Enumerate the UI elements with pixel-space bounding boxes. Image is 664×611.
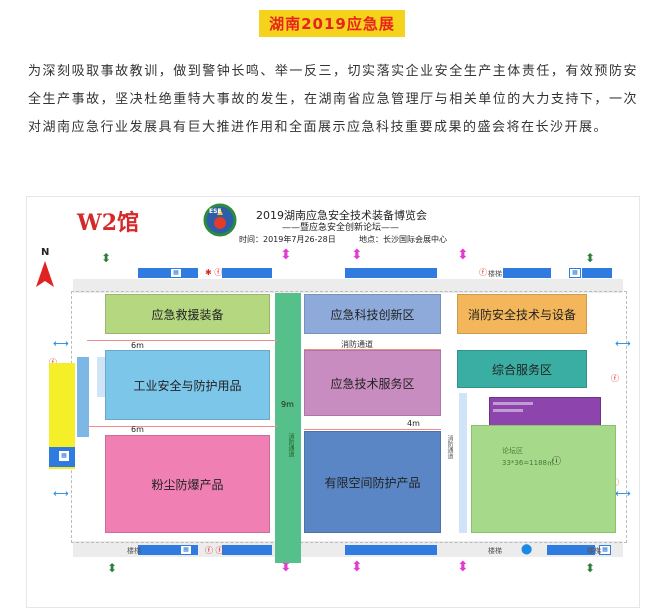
width-6m-b: 6m bbox=[131, 425, 144, 434]
stair-label: 楼梯 bbox=[127, 547, 141, 555]
expo-subtitle: ——暨应急安全创新论坛—— bbox=[282, 223, 400, 233]
fire-extinguisher-icon: ⓘ bbox=[552, 457, 562, 467]
entrance-arrow-icon: ⬍ bbox=[280, 247, 292, 263]
floor-map: W2馆 ESE 2019湖南应急安全技术装备博览会 ——暨应急安全创新论坛—— … bbox=[26, 196, 640, 608]
fire-extinguisher-icon: ⓕ bbox=[611, 374, 619, 383]
intro-paragraph: 为深刻吸取事故教训，做到警钟长鸣、举一反三，切实落实企业安全生产主体责任，有效预… bbox=[28, 64, 638, 135]
forum-stage bbox=[489, 397, 601, 427]
zone-service-area: 综合服务区 bbox=[457, 350, 587, 388]
fire-extinguisher-icon: ✱ ⓕ bbox=[205, 268, 223, 277]
fire-extinguisher-icon: ⓕ bbox=[479, 268, 487, 277]
elevator-icon: ▦ bbox=[170, 268, 182, 278]
location-pin-icon: ⬤ bbox=[521, 544, 533, 555]
elevator-icon: ▦ bbox=[599, 545, 611, 555]
entrance-arrow-icon: ⬍ bbox=[351, 247, 363, 263]
entrance-arrow-icon: ⬍ bbox=[351, 559, 363, 575]
stair-label: 楼梯 bbox=[587, 547, 601, 555]
expo-time: 时间：2019年7月26-28日 bbox=[239, 235, 336, 244]
exit-arrow-icon: ⬍ bbox=[107, 561, 118, 575]
zone-rescue: 应急救援装备 bbox=[105, 294, 270, 334]
zone-confined: 有限空间防护产品 bbox=[304, 431, 441, 533]
zone-dust: 粉尘防爆产品 bbox=[105, 435, 270, 533]
page-title: 湖南2019应急展 bbox=[259, 10, 405, 37]
side-arrow-icon: ⟷ bbox=[53, 487, 69, 500]
width-9m: 9m bbox=[281, 400, 294, 409]
expo-place: 地点：长沙国际会展中心 bbox=[359, 235, 447, 244]
vertical-passage bbox=[275, 293, 301, 563]
elevator-icon: ▦ bbox=[58, 450, 70, 462]
stair-label: 楼梯 bbox=[488, 547, 502, 555]
esc-logo-icon bbox=[203, 203, 237, 237]
width-6m-a: 6m bbox=[131, 341, 144, 350]
zone-tech-innovation: 应急科技创新区 bbox=[304, 294, 441, 334]
side-arrow-icon: ⟷ bbox=[53, 337, 69, 350]
entrance-arrow-icon: ⬍ bbox=[457, 559, 469, 575]
side-arrow-icon: ⟷ bbox=[615, 487, 631, 500]
exit-arrow-icon: ⬍ bbox=[585, 561, 596, 575]
exit-arrow-icon: ⬍ bbox=[101, 251, 112, 265]
north-arrow-icon bbox=[36, 261, 54, 293]
entrance-arrow-icon: ⬍ bbox=[457, 247, 469, 263]
elevator-icon: ▦ bbox=[569, 268, 581, 278]
zone-industrial: 工业安全与防护用品 bbox=[105, 350, 270, 420]
elevator-icon: ▦ bbox=[180, 545, 192, 555]
side-arrow-icon: ⟷ bbox=[615, 337, 631, 350]
forum-size: 33*36=1188㎡ bbox=[502, 459, 554, 467]
fire-extinguisher-icon: ⓕ bbox=[49, 357, 57, 368]
title-wrap: 湖南2019应急展 bbox=[0, 10, 664, 37]
forum-label: 论坛区 bbox=[502, 447, 523, 455]
right-passage-label: 消防通道 bbox=[446, 435, 453, 459]
fire-extinguisher-icon: ⓕ ⓕ bbox=[205, 546, 224, 555]
entrance-arrow-icon: ⬍ bbox=[280, 559, 292, 575]
passage-label: 消防通道 bbox=[341, 340, 373, 349]
logo-text: ESE bbox=[209, 208, 222, 215]
width-4m: 4m bbox=[407, 419, 420, 428]
hall-label: W2馆 bbox=[77, 210, 140, 236]
zone-tech-service: 应急技术服务区 bbox=[304, 350, 441, 416]
vertical-passage-label: 消防通道 bbox=[287, 433, 294, 457]
expo-title: 2019湖南应急安全技术装备博览会 bbox=[256, 209, 427, 222]
forum-area: 论坛区 33*36=1188㎡ ⓘ bbox=[471, 425, 616, 533]
north-label: N bbox=[41, 247, 50, 258]
stair-label: 楼梯 bbox=[488, 270, 502, 278]
exit-arrow-icon: ⬍ bbox=[585, 251, 596, 265]
zone-fire-safety: 消防安全技术与设备 bbox=[457, 294, 587, 334]
